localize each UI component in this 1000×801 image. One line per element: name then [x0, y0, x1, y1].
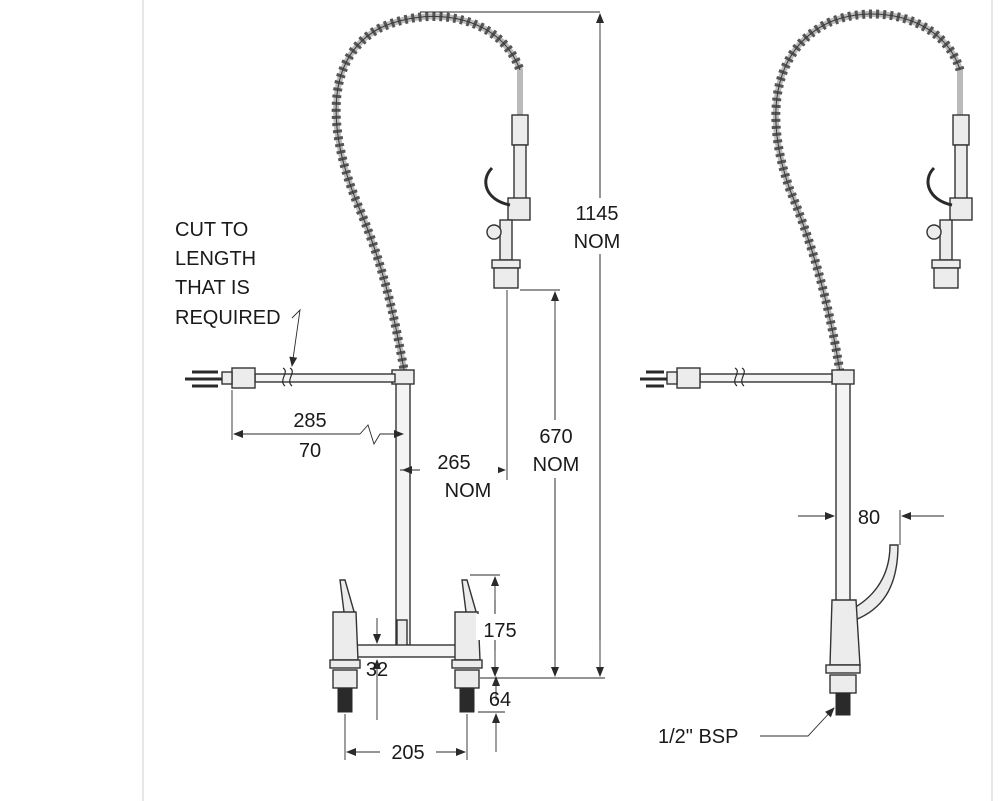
dim-70-value: 70 [299, 440, 321, 462]
dim-175-value: 175 [483, 620, 516, 642]
side-tap [825, 544, 899, 716]
dim-80-value: 80 [858, 507, 880, 529]
side-view: 80 1/2" BSP [640, 9, 973, 748]
cut-note-line3: THAT IS [175, 277, 250, 299]
dim-285-break [359, 424, 402, 446]
thread-label: 1/2" BSP [658, 726, 738, 748]
dim-285-value: 285 [293, 410, 326, 432]
cut-note-line1: CUT TO [175, 219, 248, 241]
dim-670-unit: NOM [533, 454, 580, 476]
dim-205-value: 205 [391, 742, 424, 764]
dim-670-mask [520, 420, 592, 478]
dim-265-mask [420, 448, 498, 500]
dim-1145-mask [560, 198, 635, 254]
dim-670-value: 670 [539, 426, 572, 448]
cut-note-leader [289, 308, 301, 367]
side-wall-flange [640, 367, 701, 389]
dim-175-mask [476, 614, 524, 640]
spray-valve [484, 114, 531, 289]
wall-flange [185, 367, 256, 389]
cut-note: CUT TO LENGTH THAT IS REQUIRED [175, 219, 301, 367]
left-tap [329, 579, 361, 713]
dim-265-value: 265 [437, 452, 470, 474]
cut-note-line4: REQUIRED [175, 307, 281, 329]
side-riser-pipe [835, 377, 851, 634]
front-view: 1145 NOM 670 NOM 265 NOM 285 70 175 32 [175, 11, 635, 764]
dim-1145-value: 1145 [575, 203, 618, 225]
side-riser-collar [831, 369, 855, 385]
right-tap [451, 579, 483, 713]
riser-pipe [395, 374, 411, 646]
spring-coil-outline [335, 16, 521, 376]
bridge-pipe [339, 644, 466, 658]
dim-32-value: 32 [366, 659, 388, 681]
side-wall-arm [699, 373, 833, 383]
dim-265-unit: NOM [445, 480, 492, 502]
break-mark [282, 367, 293, 387]
thread-leader [760, 707, 835, 737]
side-break-mark [734, 367, 745, 387]
cut-note-line2: LENGTH [175, 248, 256, 270]
dim-1145-unit: NOM [574, 231, 621, 253]
wall-arm [254, 373, 396, 383]
side-spring-coil-outline [775, 13, 961, 373]
side-spray-valve [926, 114, 973, 289]
dim-64-value: 64 [489, 689, 511, 711]
